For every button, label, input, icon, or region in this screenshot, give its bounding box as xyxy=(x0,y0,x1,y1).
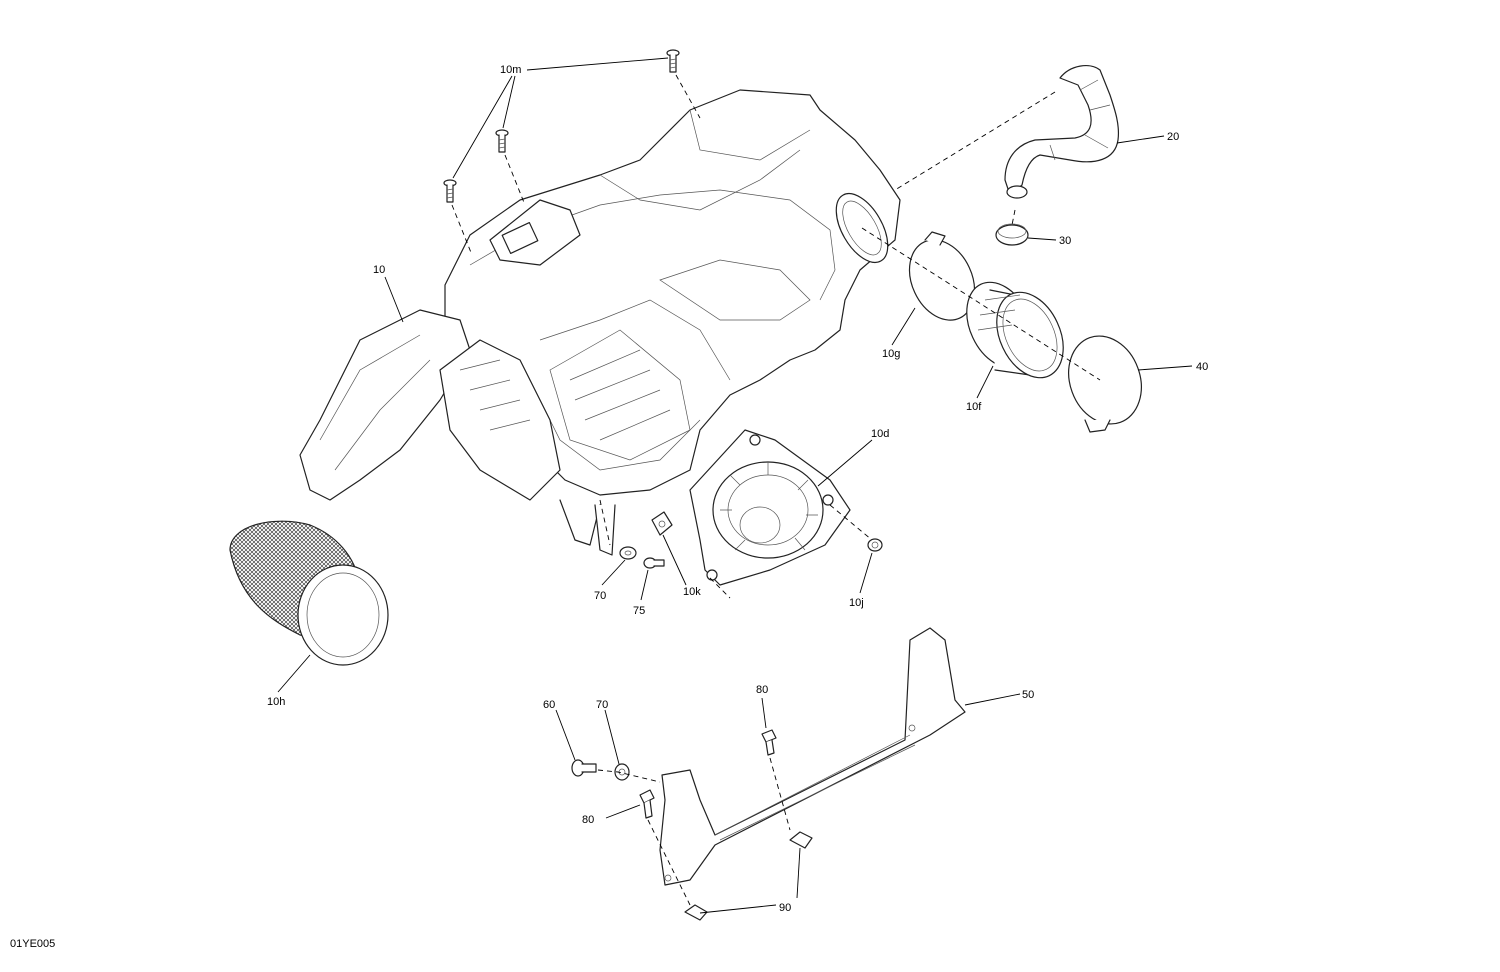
bolt-80-upper xyxy=(761,729,777,756)
callout-40: 40 xyxy=(1196,361,1208,373)
callout-50: 50 xyxy=(1022,689,1034,701)
washer-70 xyxy=(619,546,637,560)
drawing-code: 01YE005 xyxy=(10,938,56,950)
alignment-lines xyxy=(451,74,1101,906)
screw-10m-1 xyxy=(666,49,680,73)
leader-lines xyxy=(277,57,1193,914)
callout-75: 75 xyxy=(633,605,645,617)
washer-70-lower xyxy=(614,763,630,781)
bracket-50 xyxy=(659,627,966,886)
cover-10d xyxy=(689,429,851,586)
hose-20 xyxy=(1004,64,1120,199)
callout-10m: 10m xyxy=(500,64,521,76)
callout-30: 30 xyxy=(1059,235,1071,247)
clamp-10g xyxy=(908,231,976,321)
screw-10m-3 xyxy=(443,179,457,203)
callout-80-lower: 80 xyxy=(582,814,594,826)
callout-90: 90 xyxy=(779,902,791,914)
callout-10f: 10f xyxy=(966,401,982,413)
callout-10j: 10j xyxy=(849,597,864,609)
callout-10d: 10d xyxy=(871,428,889,440)
callout-labels: 10m 20 30 10 10g 10f 40 10d 70 75 10k 10… xyxy=(267,64,1208,914)
callout-10h: 10h xyxy=(267,696,285,708)
bolt-80-lower xyxy=(639,789,655,819)
callout-70: 70 xyxy=(594,590,606,602)
air-filter-10h xyxy=(229,520,389,666)
callout-70-lower: 70 xyxy=(596,699,608,711)
callout-10k: 10k xyxy=(683,586,701,598)
clip-90-upper xyxy=(789,831,813,849)
clamp-30 xyxy=(995,223,1029,246)
clamp-40 xyxy=(1068,335,1142,433)
callout-10g: 10g xyxy=(882,348,900,360)
clip-nut-10k xyxy=(651,511,673,536)
callout-60: 60 xyxy=(543,699,555,711)
air-box-housing xyxy=(299,89,901,556)
callout-20: 20 xyxy=(1167,131,1179,143)
callout-80-upper: 80 xyxy=(756,684,768,696)
screw-75 xyxy=(643,557,665,569)
bolt-60 xyxy=(571,759,597,777)
screw-10m-2 xyxy=(495,129,509,153)
callout-10: 10 xyxy=(373,264,385,276)
nut-10j xyxy=(867,538,883,552)
